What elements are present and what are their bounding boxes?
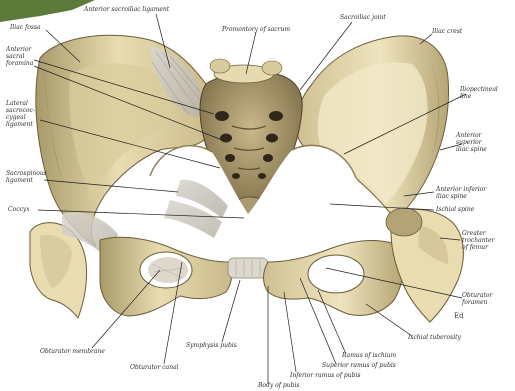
label-greater-trochanter-of-femur: Greater trochanter of femur — [462, 230, 494, 251]
label-ischial-spine: Ischial spine — [436, 206, 474, 213]
label-iliac-crest: Iliac crest — [432, 28, 462, 35]
leader-inf-ramus-pubis — [284, 292, 296, 372]
leader-ischial-spine — [330, 204, 434, 210]
artist-signature: Ed — [454, 312, 464, 320]
leader-sacrospinous — [44, 180, 178, 192]
leader-obturator-foramen — [326, 268, 462, 298]
leader-iliac-crest — [420, 34, 432, 44]
leader-promontory — [246, 32, 256, 74]
label-coccyx: Coccyx — [8, 206, 30, 213]
label-symphysis-pubis: Symphysis pubis — [186, 342, 237, 349]
leader-iliopectineal — [344, 94, 466, 154]
label-anterior-sacroiliac-ligament: Anterior sacroiliac ligament — [84, 6, 169, 13]
label-obturator-canal: Obturator canal — [130, 364, 179, 371]
label-iliac-fossa: Iliac fossa — [10, 24, 41, 31]
label-anterior-inferior-iliac-spine: Anterior inferior iliac spine — [436, 186, 486, 200]
leader-obturator-membrane — [92, 270, 160, 348]
leader-sup-ramus-pubis — [300, 278, 336, 364]
leader-lat-sacrococcygeal — [40, 120, 220, 168]
leader-coccyx — [38, 210, 244, 218]
leader-symphysis — [222, 280, 240, 342]
leader-obturator-canal — [164, 262, 182, 364]
label-inferior-ramus-of-pubis: Inferior ramus of pubis — [290, 372, 360, 379]
label-body-of-pubis: Body of pubis — [258, 382, 299, 389]
label-sacroiliac-joint: Sacroiliac joint — [340, 14, 386, 21]
leader-sacral-foramina-2 — [34, 66, 222, 140]
label-sacrospinous-ligament: Sacrospinous ligament — [6, 170, 47, 184]
leader-sacroiliac-joint — [300, 22, 352, 90]
label-lateral-sacrococcygeal-ligament: Lateral sacrococ- cygeal ligament — [6, 100, 35, 128]
label-anterior-superior-iliac-spine: Anterior superior iliac spine — [456, 132, 487, 153]
leader-aiis — [404, 192, 434, 196]
leader-ant-sacroiliac-lig — [156, 14, 170, 68]
leader-ramus-ischium — [318, 290, 346, 354]
leader-sacral-foramina-1 — [34, 60, 214, 114]
leader-greater-trochanter — [440, 238, 460, 240]
label-obturator-foramen: Obturator foramen — [462, 292, 492, 306]
label-ramus-of-ischium: Ramus of ischium — [342, 352, 396, 359]
label-iliopectineal-line: Iliopectineal line — [460, 86, 498, 100]
leader-iliac-fossa — [46, 30, 80, 62]
label-anterior-sacral-foramina: Anterior sacral foramina — [6, 46, 33, 67]
label-superior-ramus-of-pubis: Superior ramus of pubis — [322, 362, 396, 369]
leader-ischial-tuberosity — [366, 304, 412, 336]
label-ischial-tuberosity: Ischial tuberosity — [408, 334, 461, 341]
label-promontory-of-sacrum: Promontory of sacrum — [222, 26, 290, 33]
label-obturator-membrane: Obturator membrane — [40, 348, 105, 355]
